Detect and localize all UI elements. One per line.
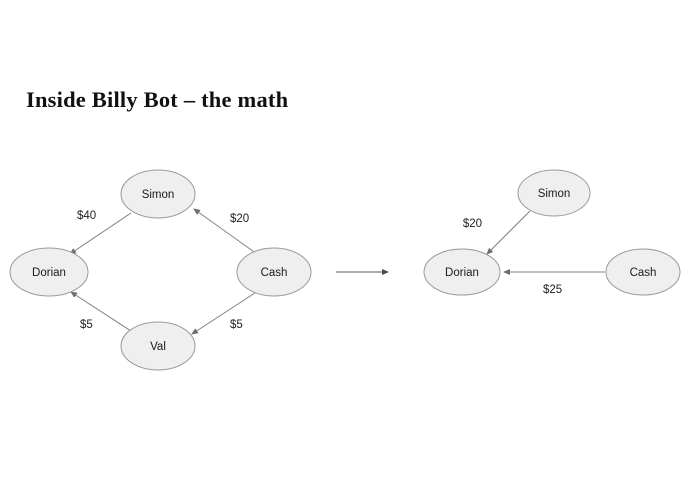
edge-label-cash-val: $5: [230, 319, 243, 331]
node-label-dorian-before: Dorian: [32, 267, 66, 279]
node-label-simon-before: Simon: [142, 189, 175, 201]
node-val-before[interactable]: Val: [120, 321, 196, 371]
edge-cash-to-simon: $20: [193, 208, 258, 255]
node-dorian-after[interactable]: Dorian: [423, 248, 501, 296]
edge-label-simon-dorian: $40: [77, 210, 96, 222]
node-simon-before[interactable]: Simon: [120, 169, 196, 219]
node-dorian-before[interactable]: Dorian: [9, 247, 89, 297]
page-title: Inside Billy Bot – the math: [26, 87, 289, 112]
graph-before: $40 $20 $5 $5 Simon Dorian: [9, 169, 312, 371]
edge-simon-to-dorian: $40: [69, 210, 132, 255]
edge-cash-to-val: $5: [191, 290, 259, 335]
edge-label-cash-simon: $20: [230, 213, 249, 225]
edge-label-val-dorian: $5: [80, 319, 93, 331]
node-label-simon-after: Simon: [538, 188, 571, 200]
node-label-cash-after: Cash: [630, 267, 657, 279]
node-cash-before[interactable]: Cash: [236, 247, 312, 297]
node-cash-after[interactable]: Cash: [605, 248, 681, 296]
graph-after: $20 $25 Simon Dorian Cash: [423, 169, 681, 296]
edge-label-cash-dorian-after: $25: [543, 284, 562, 296]
node-label-val-before: Val: [150, 341, 166, 353]
edge-label-simon-dorian-after: $20: [463, 218, 482, 230]
edge-simon-to-dorian-after: $20: [463, 210, 531, 255]
node-simon-after[interactable]: Simon: [517, 169, 591, 217]
edge-cash-to-dorian-after: $25: [503, 269, 605, 296]
node-label-dorian-after: Dorian: [445, 267, 479, 279]
edge-val-to-dorian: $5: [70, 291, 135, 334]
node-label-cash-before: Cash: [261, 267, 288, 279]
